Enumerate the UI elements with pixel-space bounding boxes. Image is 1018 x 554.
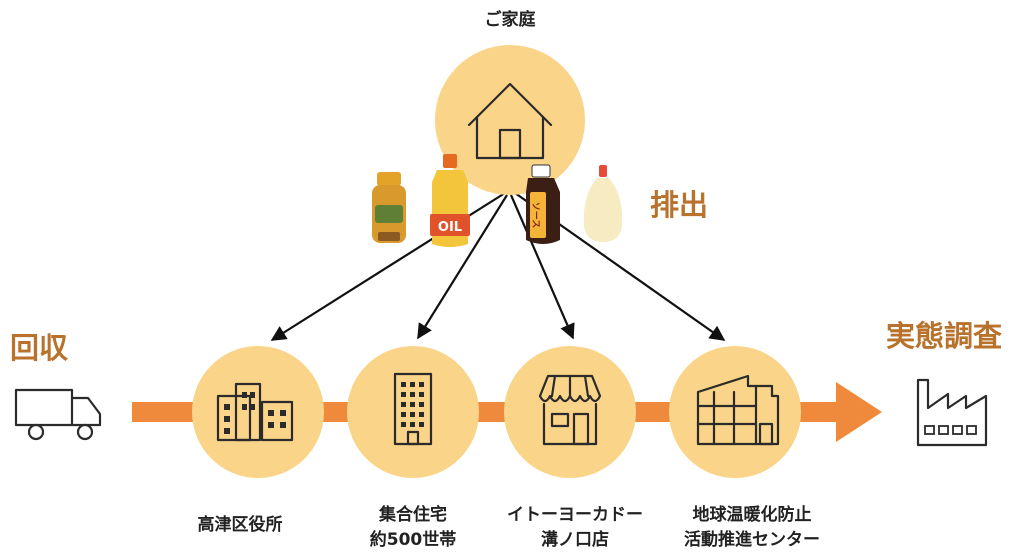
home-label: ご家庭: [485, 9, 536, 30]
housing-node: [347, 346, 479, 478]
sauce-bottle-icon: ソース: [526, 164, 560, 244]
ward-office-label: 高津区役所: [198, 514, 283, 535]
house-icon: [467, 82, 553, 160]
home-node: [435, 45, 585, 195]
truck-icon: [14, 388, 102, 441]
center-label-line2: 活動推進センター: [684, 529, 820, 550]
store-icon: [538, 374, 602, 446]
spice-bottle-icon: [372, 172, 406, 243]
sauce-label: ソース: [530, 202, 541, 229]
oil-label: OIL: [438, 220, 462, 235]
store-node: [504, 346, 636, 478]
survey-label: 実態調査: [886, 319, 1002, 353]
factory-icon: [916, 378, 988, 447]
center-node: [669, 346, 801, 478]
ward-office-node: [192, 346, 324, 478]
center-label-line1: 地球温暖化防止: [693, 504, 812, 525]
store-label-line2: 溝ノ口店: [541, 529, 609, 550]
discharge-label: 排出: [650, 188, 708, 222]
oil-bottle-icon: OIL: [430, 154, 470, 247]
housing-label-line2: 約500世帯: [370, 529, 457, 550]
collection-label: 回収: [10, 331, 69, 365]
store-label-line1: イトーヨーカドー: [507, 505, 643, 525]
office-buildings-icon: [216, 382, 294, 442]
apartment-building-icon: [393, 372, 433, 446]
mayonnaise-bottle-icon: [583, 165, 623, 242]
facility-building-icon: [696, 374, 780, 446]
housing-label-line1: 集合住宅: [378, 504, 447, 525]
